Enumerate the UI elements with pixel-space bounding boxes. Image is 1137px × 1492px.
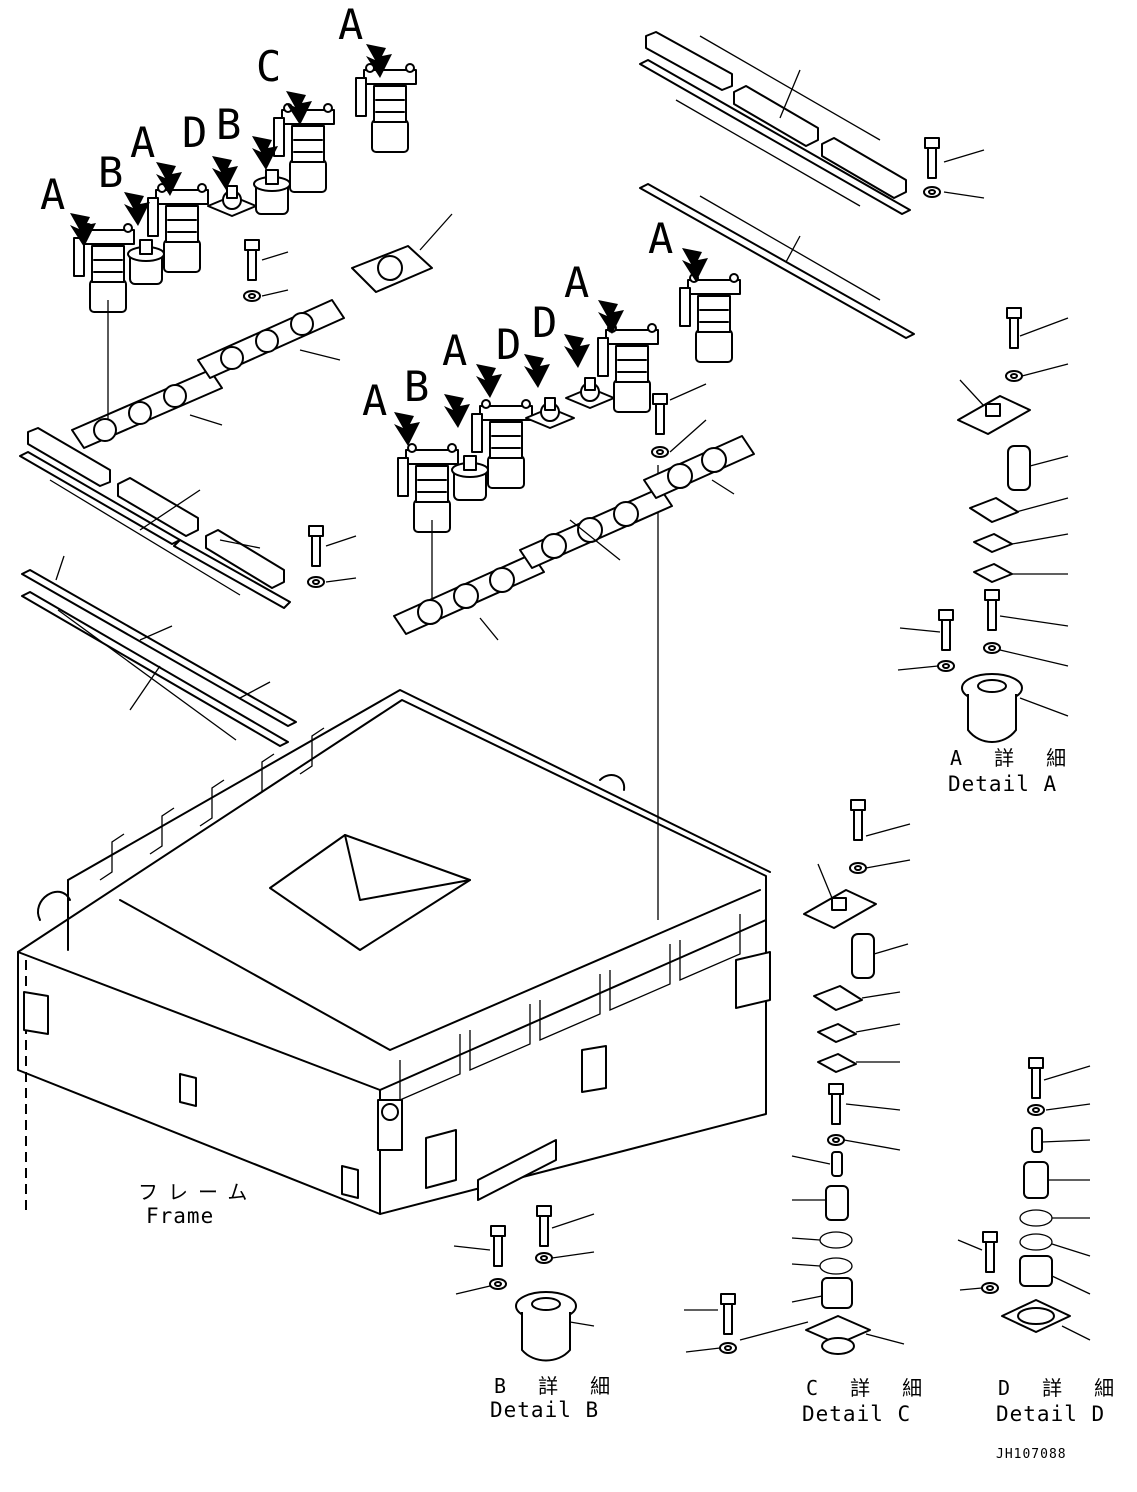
detail-d-caption-ja: D 詳 細 xyxy=(998,1376,1125,1400)
callout-letter: A xyxy=(442,326,468,375)
callout-letter: A xyxy=(130,118,156,167)
middle-row-mounts xyxy=(394,248,741,920)
top-row-plates xyxy=(71,213,453,449)
top-left-bars xyxy=(19,427,357,747)
detail-b-caption-ja: B 詳 細 xyxy=(494,1374,621,1398)
top-right-bars xyxy=(639,31,985,339)
callout-letter: C xyxy=(256,42,282,91)
detail-b-caption-en: Detail B xyxy=(490,1398,600,1422)
callout-letter: D xyxy=(182,108,208,157)
frame-caption-en: Frame xyxy=(146,1204,215,1228)
callout-letter: A xyxy=(564,258,590,307)
callout-letter: B xyxy=(216,100,242,149)
callout-letter: A xyxy=(648,214,674,263)
frame xyxy=(17,689,771,1215)
detail-c-drawing xyxy=(684,799,911,1355)
detail-c-caption-ja: C 詳 細 xyxy=(806,1376,933,1400)
frame-caption-ja: フレーム xyxy=(138,1180,258,1204)
callout-letter: B xyxy=(404,362,430,411)
detail-a-caption-en: Detail A xyxy=(948,772,1058,796)
detail-b-drawing xyxy=(453,1205,595,1362)
callout-letter: A xyxy=(338,0,364,49)
drawing-number: JH107088 xyxy=(996,1447,1067,1462)
callout-letter: A xyxy=(362,376,388,425)
detail-c-caption-en: Detail C xyxy=(802,1402,912,1426)
callout-letter: A xyxy=(40,170,66,219)
detail-d-drawing xyxy=(957,1057,1091,1341)
detail-d-caption-en: Detail D xyxy=(996,1402,1106,1426)
callout-letter: B xyxy=(98,148,124,197)
middle-row-plates xyxy=(393,435,755,641)
callout-letter: D xyxy=(532,298,558,347)
detail-a-caption-ja: A 詳 細 xyxy=(950,746,1077,770)
callout-letter: D xyxy=(496,320,522,369)
detail-a-drawing xyxy=(897,307,1069,743)
